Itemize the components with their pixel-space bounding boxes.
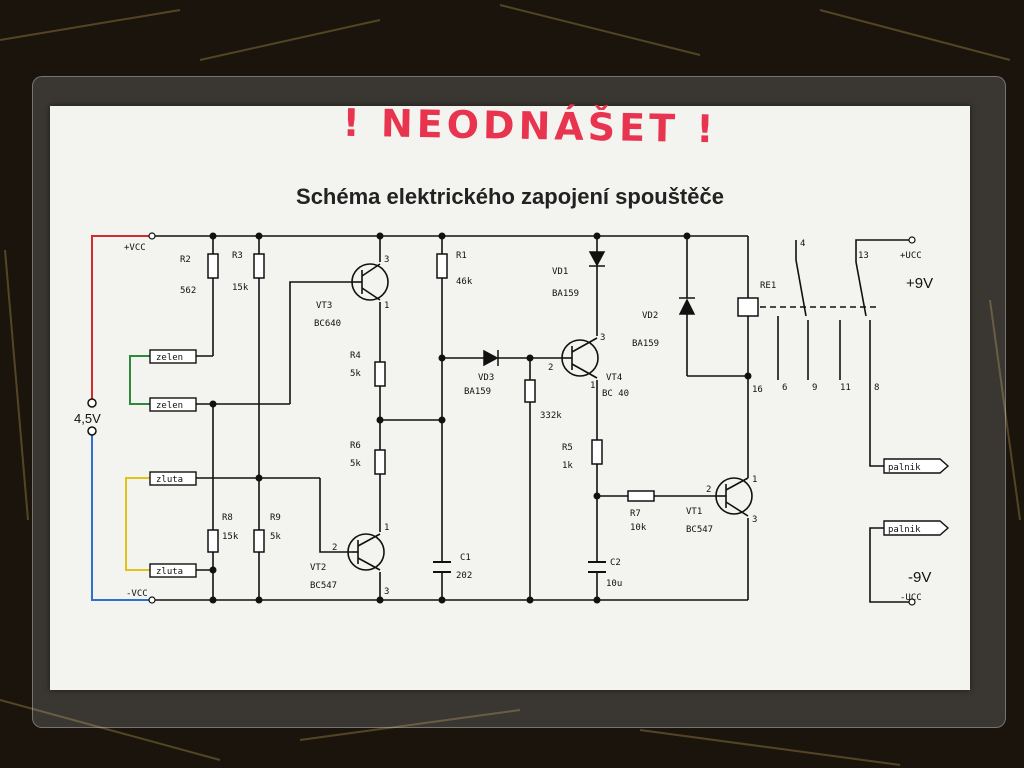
pin-vt4-2: 2 [548, 363, 553, 373]
connector-blocks [149, 349, 950, 578]
label-c1-ref: C1 [460, 553, 471, 563]
label-vd1-ref: VD1 [552, 267, 568, 277]
label-c1-value: 202 [456, 571, 472, 581]
pin-relay-8: 8 [874, 383, 879, 393]
pin-vt1-2: 2 [706, 485, 711, 495]
label-ucc-bottom-right: -UCC [900, 593, 922, 603]
battery-terminal-plus [87, 398, 97, 408]
label-vt1-value: BC547 [686, 525, 713, 535]
schematic-title: Schéma elektrického zapojení spouštěče [296, 184, 724, 209]
pin-relay-13: 13 [858, 251, 869, 261]
label-r9-ref: R9 [270, 513, 281, 523]
pin-relay-6: 6 [782, 383, 787, 393]
label-vt2-value: BC547 [310, 581, 337, 591]
label-r1-value: 46k [456, 277, 473, 287]
label-vt1-ref: VT1 [686, 507, 702, 517]
label-r332k-value: 332k [540, 411, 562, 421]
pin-vt4-3: 3 [600, 333, 605, 343]
capacitors [433, 561, 606, 573]
pin-vt2-3: 3 [384, 587, 389, 597]
label-vcc-bottom-left: -VCC [126, 589, 148, 599]
connector-palnik-1: palnik [888, 463, 921, 473]
label-c2-value: 10u [606, 579, 622, 589]
label-vd2-value: BA159 [632, 339, 659, 349]
label-r3-ref: R3 [232, 251, 243, 261]
label-vd2-ref: VD2 [642, 311, 658, 321]
pin-vt3-3: 3 [384, 255, 389, 265]
label-ucc-top-right: +UCC [900, 251, 922, 261]
label-re1-ref: RE1 [760, 281, 776, 291]
pin-vt1-3: 3 [752, 515, 757, 525]
label-r8-ref: R8 [222, 513, 233, 523]
label-minus-9v: -9V [908, 569, 931, 586]
label-r5-ref: R5 [562, 443, 573, 453]
label-vd1-value: BA159 [552, 289, 579, 299]
label-vt4-value: BC 40 [602, 389, 629, 399]
label-c2-ref: C2 [610, 558, 621, 568]
connector-zluta-1: zluta [156, 475, 183, 485]
connector-palnik-2: palnik [888, 525, 921, 535]
pin-relay-4: 4 [800, 239, 805, 249]
label-r4-ref: R4 [350, 351, 361, 361]
schematic-card [50, 106, 970, 690]
label-r5-value: 1k [562, 461, 573, 471]
label-r7-value: 10k [630, 523, 647, 533]
pin-vt4-1: 1 [590, 381, 595, 391]
pin-vt2-2: 2 [332, 543, 337, 553]
pin-vt2-1: 1 [384, 523, 389, 533]
pin-vt3-1: 1 [384, 301, 389, 311]
transistors [347, 263, 753, 571]
pin-relay-16: 16 [752, 385, 763, 395]
label-r6-value: 5k [350, 459, 361, 469]
label-vt2-ref: VT2 [310, 563, 326, 573]
label-vd3-ref: VD3 [478, 373, 494, 383]
label-r2-ref: R2 [180, 255, 191, 265]
connector-zelen-1: zelen [156, 353, 183, 363]
label-battery-voltage: 4,5V [74, 411, 101, 426]
label-r1-ref: R1 [456, 251, 467, 261]
connector-zluta-2: zluta [156, 567, 183, 577]
label-r3-value: 15k [232, 283, 249, 293]
label-r9-value: 5k [270, 532, 281, 542]
label-vt3-ref: VT3 [316, 301, 332, 311]
terminal-circles [148, 232, 916, 606]
pin-relay-9: 9 [812, 383, 817, 393]
pin-relay-11: 11 [840, 383, 851, 393]
label-vt3-value: BC640 [314, 319, 341, 329]
label-r4-value: 5k [350, 369, 361, 379]
battery-leads [91, 235, 152, 601]
battery-terminal-minus [87, 426, 97, 436]
label-vcc-top-left: +VCC [124, 243, 146, 253]
label-plus-9v: +9V [906, 275, 933, 292]
label-r6-ref: R6 [350, 441, 361, 451]
junction-dots [209, 232, 752, 604]
connector-zelen-2: zelen [156, 401, 183, 411]
label-vd3-value: BA159 [464, 387, 491, 397]
label-r8-value: 15k [222, 532, 239, 542]
resistors [207, 253, 759, 553]
label-r7-ref: R7 [630, 509, 641, 519]
schematic-wiring [152, 235, 912, 603]
diodes [483, 251, 696, 367]
label-r2-value: 562 [180, 286, 196, 296]
label-vt4-ref: VT4 [606, 373, 622, 383]
pin-vt1-1: 1 [752, 475, 757, 485]
